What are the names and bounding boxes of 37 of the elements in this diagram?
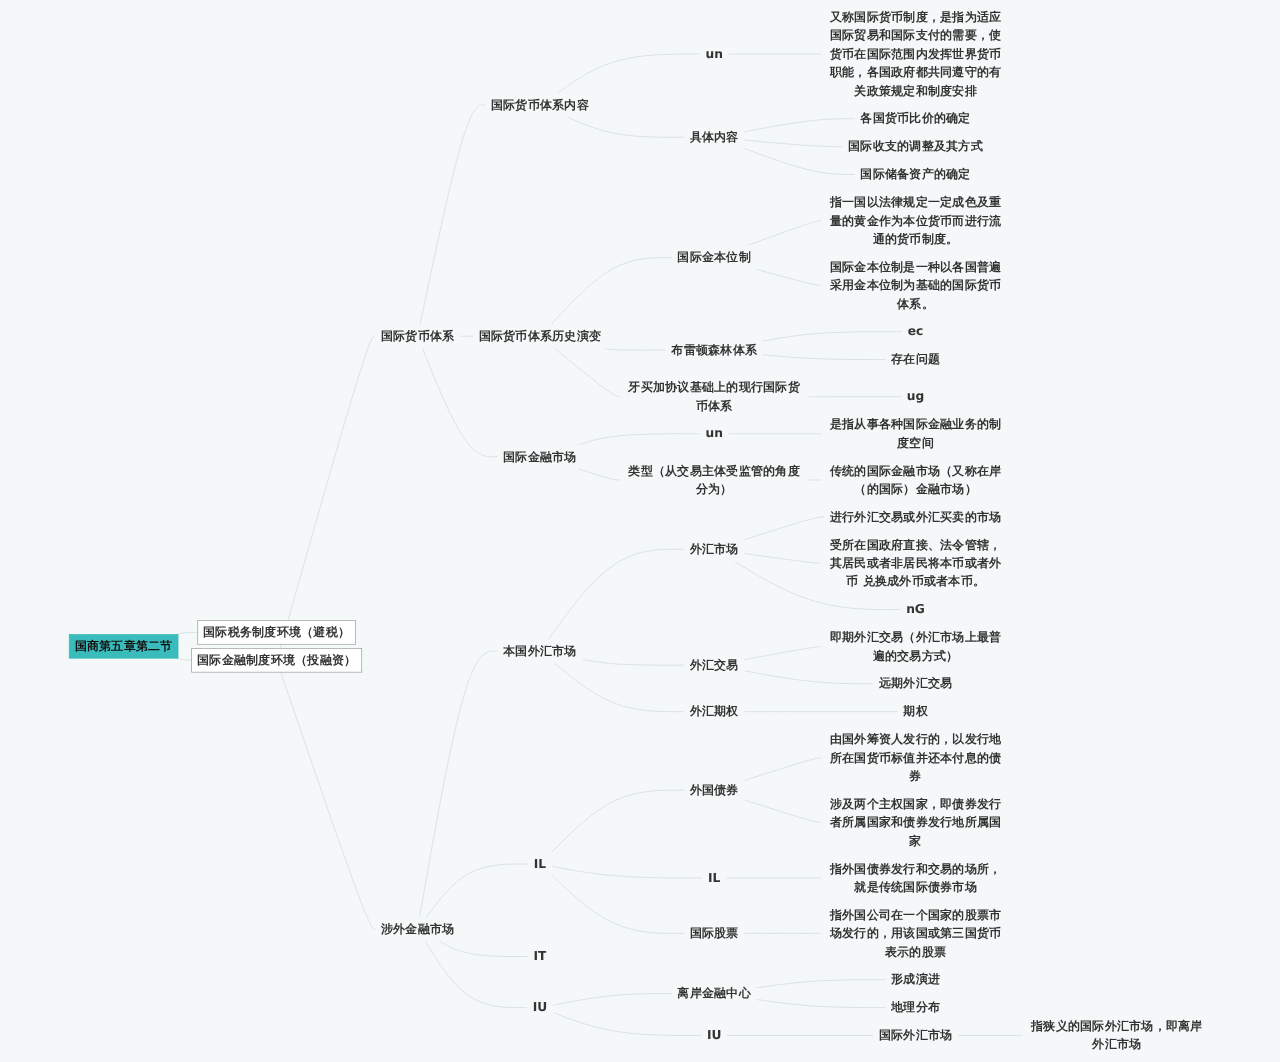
connector — [551, 789, 685, 853]
connector — [743, 757, 822, 781]
connector — [577, 433, 701, 446]
connector — [426, 863, 529, 918]
connector — [556, 53, 701, 94]
connector — [551, 865, 703, 879]
connector — [419, 104, 486, 325]
connector — [577, 468, 621, 481]
connector — [743, 799, 822, 823]
connector — [424, 940, 528, 1008]
connector — [550, 257, 673, 325]
connector — [175, 632, 199, 635]
connector — [554, 347, 621, 397]
connector — [733, 560, 902, 610]
connector — [762, 331, 903, 342]
connector — [743, 118, 856, 133]
connector — [756, 268, 822, 286]
connector — [743, 553, 822, 564]
connector — [419, 650, 499, 918]
connector — [743, 646, 822, 660]
connector — [743, 516, 825, 541]
connector — [566, 116, 685, 138]
connector — [422, 347, 499, 458]
connector — [552, 1012, 702, 1036]
connector — [743, 148, 856, 175]
connector — [175, 657, 192, 661]
connector — [756, 999, 886, 1008]
connector — [756, 979, 886, 989]
connector — [743, 670, 874, 685]
connector — [279, 335, 376, 649]
connector — [438, 940, 529, 957]
connector — [554, 662, 685, 712]
connector — [548, 549, 685, 640]
connector — [551, 874, 685, 934]
connector — [552, 993, 673, 1006]
connector — [280, 671, 376, 930]
connector — [746, 220, 822, 247]
